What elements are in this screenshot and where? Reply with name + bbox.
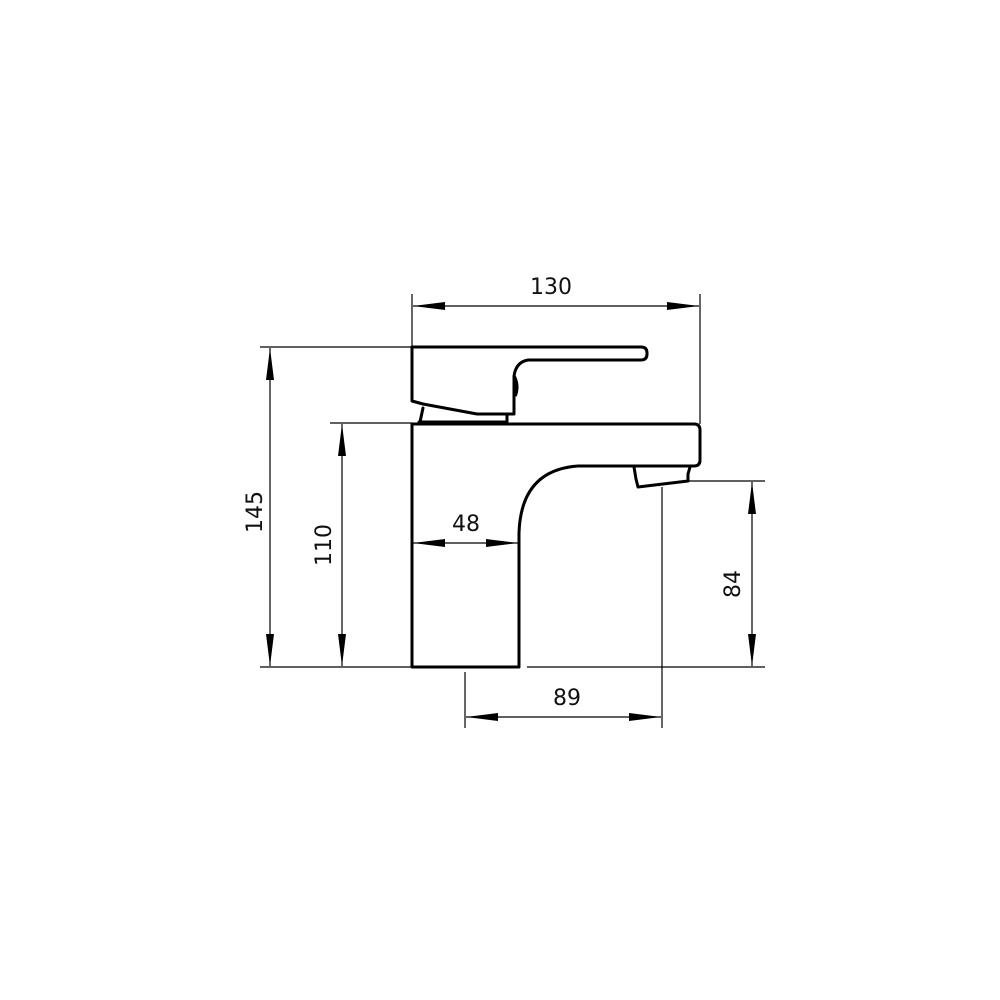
dimension-110: 110 (312, 424, 346, 666)
handle-lever (410, 345, 649, 416)
tap-outline (410, 345, 702, 669)
dimension-130: 130 (413, 275, 699, 310)
dim-label-145: 145 (243, 491, 268, 533)
handle-detail (512, 375, 519, 397)
extension-lines (260, 294, 765, 728)
dim-label-89: 89 (553, 686, 581, 711)
dimension-145: 145 (243, 348, 274, 666)
handle-collar (417, 406, 509, 424)
dimension-48: 48 (413, 512, 518, 547)
dimension-84: 84 (721, 482, 756, 666)
tap-body (410, 422, 702, 669)
dim-label-130: 130 (530, 275, 572, 300)
aerator (632, 465, 692, 489)
dimension-89: 89 (466, 686, 661, 721)
dim-label-48: 48 (452, 512, 480, 537)
dim-label-84: 84 (721, 570, 746, 598)
dim-label-110: 110 (312, 524, 337, 566)
